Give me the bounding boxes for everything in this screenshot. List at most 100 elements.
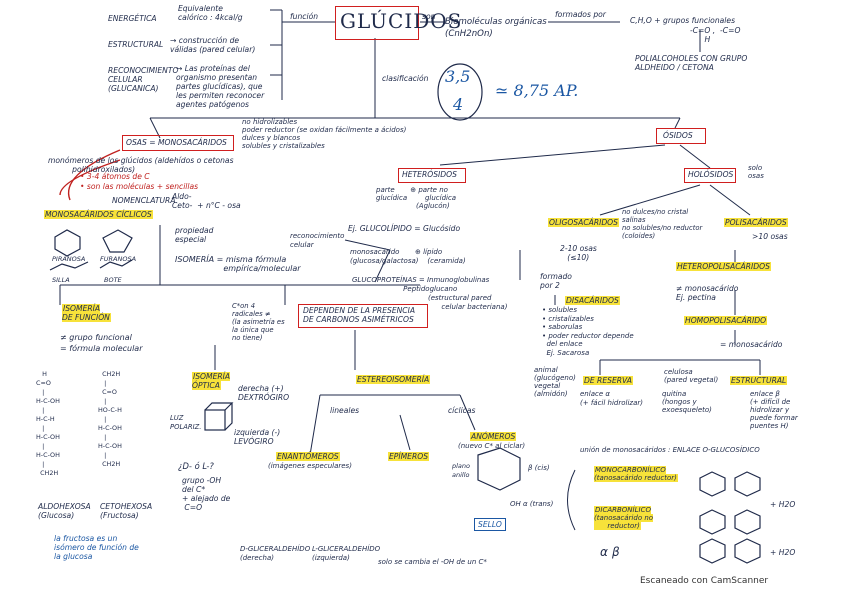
disac-wrap: DISACÁRIDOS [565,296,620,305]
osas-box [122,135,234,151]
isomeria-funcion-box: ISOMERÍA DE FUNCIÓN [62,304,111,322]
dextrogiro: derecha (+) DEXTRÓGIRO [238,384,290,402]
beta-symbol: β [612,545,620,559]
homopolisacaridos: HOMOPOLISACÁRIDO [684,316,768,325]
bullet-atomos: • 3-4 átomos de C [80,172,150,181]
grupo-oh-note: grupo -OH del C* + alejado de C=O [182,476,231,512]
disacaridos: DISACÁRIDOS [565,296,620,305]
grade-denominator: 4 [453,95,464,114]
enantiomeros: ENANTIÓMEROS [276,452,340,461]
anomeros: ANÓMEROS [470,432,517,441]
biomoleculas-text: Biomoléculas orgánicas (CnH2nOn) [445,17,547,39]
homopoli-wrap: HOMOPOLISACÁRIDO [684,316,768,325]
oligosacaridos: OLIGOSACÁRIDOS [548,218,619,227]
reconocimiento-value: → Las proteínas del organismo presentan … [176,64,265,109]
nomenclatura-label: NOMENCLATURA [112,196,176,205]
cyclic-title: MONOSACÁRIDOS CÍCLICOS [44,210,153,219]
isomeria-definition: ISOMERÍA = misma fórmula empírica/molecu… [175,255,301,273]
heterosidos-box [398,168,466,183]
bullet-sencillas: • son las moléculas + sencillas [80,182,199,191]
title-box [335,6,419,40]
isomeria-funcion-wrap: ISOMERÍA DE FUNCIÓN [62,304,111,322]
cetohexosa-label: CETOHEXOSA (Fructosa) [100,502,153,520]
energetica-value: Equivalente calórico : 4kcal/g [178,4,243,22]
anomeros-wrap: ANÓMEROS [470,432,517,441]
epimeros-wrap: EPÍMEROS [388,452,430,461]
depende-text: DEPENDEN DE LA PRESENCIA DE CARBONOS ASI… [303,306,416,324]
holosidos-box [684,168,736,183]
reconocimiento-label: RECONOCIMIENTO CELULAR (GLUCANICA) [108,66,179,93]
homopoli-desc: = monosacárido [720,340,783,349]
cetohexosa-structure: CH2H | C=O | HO-C-H | H-C-OH | H-C-OH | … [98,370,122,468]
ciclicas-label: cíclicas [448,406,476,415]
nomenclatura-value: Aldo- Ceto- + n°C - osa [172,192,241,210]
poli-wrap: POLISACÁRIDOS [724,218,788,227]
enantiomeros-sub: (imágenes especulares) [268,462,352,470]
osidos-label: ÓSIDOS [663,131,693,140]
cyclic-title-wrap: MONOSACÁRIDOS CÍCLICOS [44,210,153,219]
heterosidos-label: HETERÓSIDOS [402,170,457,179]
heteropoli-desc: ≠ monosacárido Ej. pectina [676,284,739,302]
solo-osas: solo osas [748,164,764,180]
water-1: + H2O [770,500,796,509]
reserva-wrap: DE RESERVA [583,376,633,385]
funcion-label: función [290,12,319,21]
epimeros: EPÍMEROS [388,452,430,461]
anomeros-note: (nuevo C* al ciclar) [458,442,526,450]
reconocimiento-celular: reconocimiento celular [290,232,345,249]
l-gliceraldehido: L-GLICERALDEHÍDO (izquierda) [312,545,381,562]
holosidos-label: HOLÓSIDOS [688,170,734,179]
carbono-note: C*on 4 radicales ≠ (la asimetría es la ú… [232,302,285,342]
celulosa: celulosa (pared vegetal) [664,368,719,384]
cyclic-sketches [49,63,761,564]
monomeros-text: monómeros de los glúcidos (aldehídos o c… [48,156,234,174]
lineales-label: lineales [330,406,360,415]
heteropolisacaridos: HETEROPOLISACÁRIDOS [676,262,771,271]
monocarbonilico: MONOCARBONÍLICO (tanosacárido reductor) [594,466,678,482]
monocarb-wrap: MONOCARBONÍLICO (tanosacárido reductor) [594,466,678,482]
animal-vegetal: animal (glucógeno) vegetal (almidón) [534,366,576,398]
estructural: ESTRUCTURAL [730,376,788,385]
page-title: GLÚCIDOS [340,9,463,33]
dicarb-wrap: DICARBONÍLICO (tanosacárido no reductor) [594,506,654,530]
water-2: + H2O [770,548,796,557]
bote-label: BOTE [104,276,122,284]
beta-cis: β (cis) [528,464,550,472]
estereoisomeria: ESTEREOISOMERÍA [356,375,431,384]
isomeria-optica: ISOMERÍA ÓPTICA [192,372,231,390]
propiedad-especial: propiedad especial [175,226,214,244]
aldohexosa-structure: H C=O | H-C-OH | H-C-H | H-C-OH | H-C-OH… [36,370,60,477]
estructural-value: → construcción de válidas (pared celular… [170,36,256,54]
glucoproteinas: GLUCOPROTEÍNAS = Inmunoglobulinas Peptid… [352,276,490,293]
alpha-symbol: α [600,545,608,559]
d-gliceraldehido: D-GLICERALDEHÍDO (derecha) [240,545,311,562]
dl-question: ¿D- ó L-? [178,461,214,471]
polisacaridos: POLISACÁRIDOS [724,218,788,227]
isomeria-funcion-desc: ≠ grupo funcional = fórmula molecular [60,333,143,353]
formados-por-label: formados por [555,10,606,19]
alpha-trans: OH α (trans) [510,500,554,508]
epimeros-note: solo se cambia el -OH de un C* [378,558,487,566]
luz-polarizada: LUZ POLARIZ. [170,414,202,431]
formado-por-2: formado por 2 [540,272,572,290]
oligo-range: 2-10 osas (≤10) [560,244,597,262]
functional-groups: -C=O , -C=O H [690,26,741,44]
de-reserva: DE RESERVA [583,376,633,385]
enantio-wrap: ENANTIÓMEROS [276,452,340,461]
sello-stamp: SELLO [474,518,506,531]
quitina: quitina (hongos y exoesqueleto) [662,390,712,414]
glucoproteinas-desc: (estructural pared celular bacteriana) [428,294,508,311]
energetica-label: ENERGÉTICA [108,14,157,23]
poli-props: no dulces/no cristal salinas no solubles… [622,208,703,240]
oligo-wrap: OLIGOSACÁRIDOS [548,218,619,227]
polialcoholes-text: POLIALCOHOLES CON GRUPO ALDHEIDO / CETON… [635,54,748,72]
grade-numerator: 3,5 [445,67,471,86]
disacaridos-props: • solubles • cristalizables • saborulas … [542,306,634,357]
piranosa-label: PIRANOSA [52,255,86,263]
aldohexosa-label: ALDOHEXOSA (Glucosa) [38,502,91,520]
osas-properties: no hidrolizables poder reductor (se oxid… [242,118,407,150]
union-enlace: unión de monosacáridos : ENLACE O-GLUCOS… [580,446,760,454]
reserva-desc: enlace α (+ fácil hidrolizar) [580,390,643,407]
